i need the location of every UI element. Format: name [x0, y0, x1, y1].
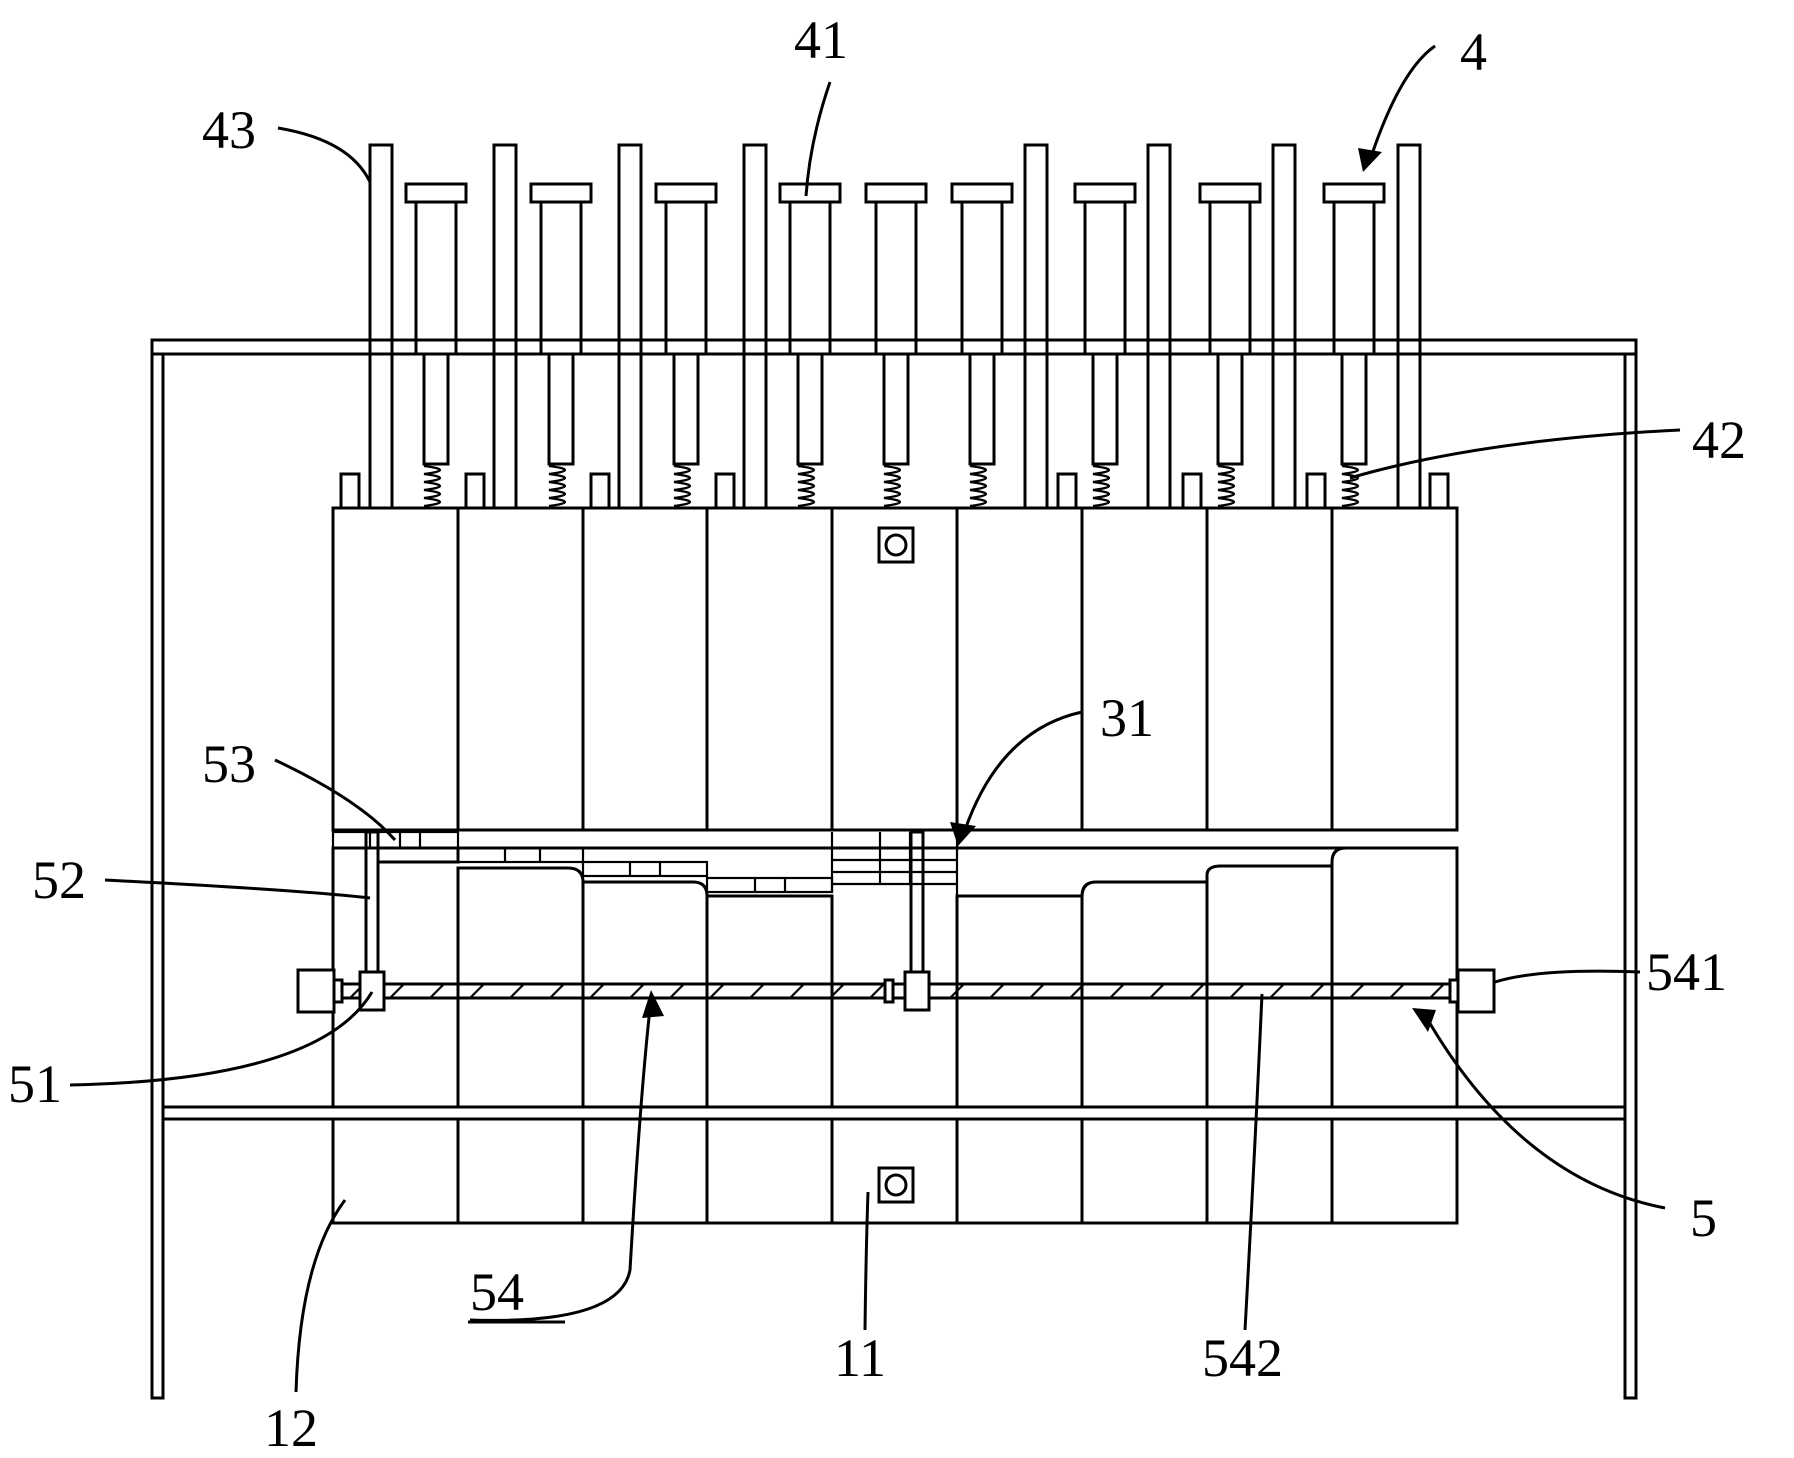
pressing-pin [529, 182, 593, 508]
pressing-pin [1073, 182, 1137, 508]
spring-icon [548, 464, 567, 508]
pressing-pin [864, 182, 928, 508]
spring-icon [883, 464, 902, 508]
spring-icon [423, 464, 442, 508]
label-52: 52 [32, 850, 86, 910]
label-42: 42 [1692, 410, 1746, 470]
label-542: 542 [1202, 1328, 1283, 1388]
upper-mold-block [331, 506, 1459, 832]
label-43: 43 [202, 100, 256, 160]
guide-rod [617, 143, 643, 510]
screw-shaft [338, 982, 1452, 1000]
spring-icon [673, 464, 692, 508]
bearing-541 [1456, 968, 1496, 1014]
pressing-pin [778, 182, 842, 508]
leader-lines [69, 44, 1681, 1393]
base-post [1181, 472, 1203, 510]
lower-mold-block [331, 998, 1459, 1109]
base-post [1056, 472, 1078, 510]
base-post [1428, 472, 1450, 510]
label-41: 41 [794, 10, 848, 70]
guide-rod [1396, 143, 1422, 510]
spring-icon [1092, 464, 1111, 508]
base-post [464, 472, 486, 510]
drive-rods [364, 830, 925, 976]
label-4: 4 [1460, 22, 1487, 82]
label-12: 12 [264, 1398, 318, 1458]
label-541: 541 [1646, 942, 1727, 1002]
guide-rod [1023, 143, 1049, 510]
base-post [589, 472, 611, 510]
upper-bolt-icon [877, 526, 915, 564]
label-5: 5 [1690, 1188, 1717, 1248]
label-11: 11 [834, 1328, 886, 1388]
base-post [1305, 472, 1327, 510]
guide-rod [368, 143, 394, 510]
label-53: 53 [202, 734, 256, 794]
reference-labels: 4 41 42 43 31 53 52 51 541 5 54 11 542 1… [8, 10, 1746, 1458]
pressing-pin [950, 182, 1014, 508]
guide-rod [492, 143, 518, 510]
spring-icon [1341, 464, 1360, 508]
label-51: 51 [8, 1054, 62, 1114]
guide-rod [742, 143, 768, 510]
label-54: 54 [470, 1262, 524, 1322]
nut-31 [903, 970, 931, 1012]
base-post [714, 472, 736, 510]
base-block [331, 1117, 1459, 1225]
base-post [339, 472, 361, 510]
pressing-pin [404, 182, 468, 508]
middle-crossbar [161, 1105, 1627, 1121]
spring-icon [1217, 464, 1236, 508]
lower-bolt-icon [877, 1166, 915, 1204]
guide-rod [1271, 143, 1297, 510]
stepped-section [331, 830, 1459, 1002]
guide-rods [339, 143, 1450, 510]
pressing-pins [404, 182, 1386, 508]
spring-icon [797, 464, 816, 508]
pressing-pin [1322, 182, 1386, 508]
guide-rod [1146, 143, 1172, 510]
nuts-and-bearings [296, 968, 1496, 1014]
pressing-pin [1198, 182, 1262, 508]
label-31: 31 [1100, 688, 1154, 748]
spring-icon [969, 464, 988, 508]
pressing-pin [654, 182, 718, 508]
